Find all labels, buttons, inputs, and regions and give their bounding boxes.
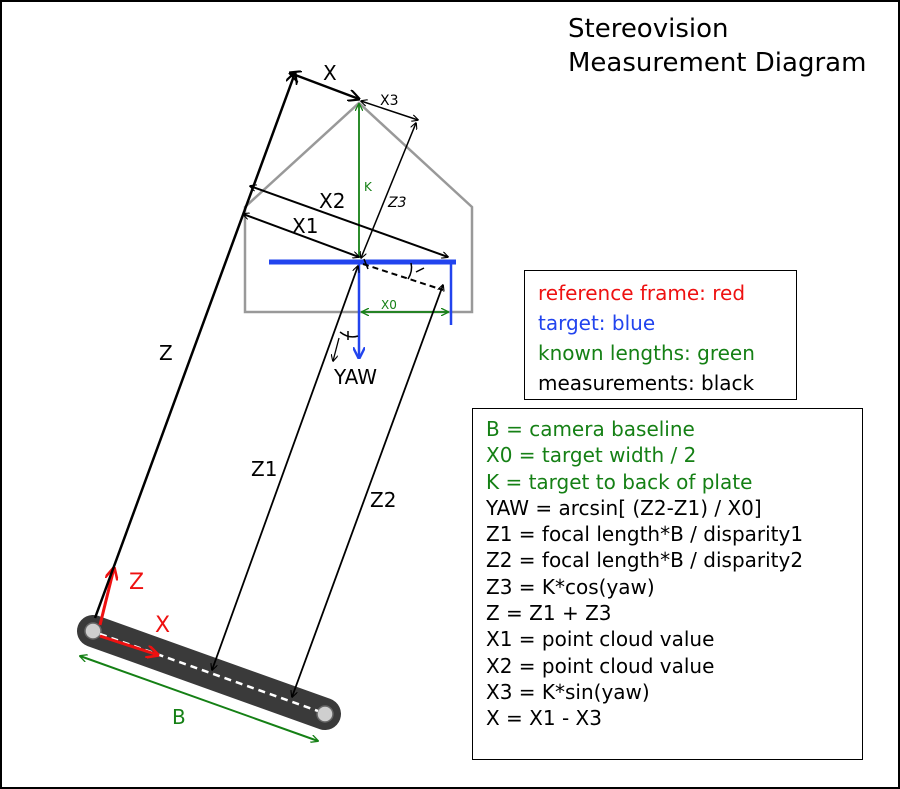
legend-reference: reference frame: red [538,281,746,305]
label-yaw: YAW [333,365,377,389]
legend-measurements: measurements: black [538,371,755,395]
equation-line: K = target to back of plate [486,469,753,494]
label-x2: X2 [319,189,345,213]
reference-x-arrow [99,634,158,655]
z2-dimension-arrow [292,285,443,697]
label-k: K [364,180,373,194]
equation-line: X2 = point cloud value [486,653,715,678]
x3-dimension-arrow [361,101,418,120]
z1-dimension-arrow [212,266,358,670]
yaw-arc-top [407,262,413,280]
legend-box: reference frame: red target: blue known … [524,270,797,400]
equation-line: Z2 = focal length*B / disparity2 [486,548,804,573]
label-ref-x: X [155,613,170,638]
label-z1: Z1 [251,457,277,481]
target-rotated-tick [363,258,369,270]
right-camera [316,705,334,723]
label-x: X [323,61,337,85]
equation-line: X3 = K*sin(yaw) [486,679,650,704]
x-dimension-arrow [290,73,359,99]
label-b: B [172,705,186,729]
equation-line: B = camera baseline [486,417,695,441]
equation-line: YAW = arcsin[ (Z2-Z1) / X0] [486,495,762,520]
label-x1: X1 [292,214,318,238]
x2-dimension-arrow [250,186,448,257]
yaw-arc-bottom [339,331,359,338]
target-rotated-dashed-line [362,263,444,291]
equation-line: X = X1 - X3 [486,706,602,731]
label-x0: X0 [381,298,397,312]
title-line-1: Stereovision [568,14,729,44]
label-ref-z: Z [129,570,144,595]
left-camera [84,622,102,640]
yaw-arc-top-tick [415,267,425,273]
diagram-title: Stereovision Measurement Diagram [568,12,866,80]
equation-line: X0 = target width / 2 [486,443,697,468]
equations-box: B = camera baseline X0 = target width / … [472,408,863,760]
equation-line: Z = Z1 + Z3 [486,601,612,626]
x1-dimension-arrow [243,214,359,257]
equation-line: X1 = point cloud value [486,627,715,652]
title-line-2: Measurement Diagram [568,48,867,78]
reference-z-arrow [98,568,114,626]
equation-line: Z3 = K*cos(yaw) [486,574,655,599]
legend-known: known lengths: green [538,341,755,365]
z-dimension-arrow [93,73,295,619]
legend-target: target: blue [538,311,656,335]
yaw-direction-arrow [333,337,340,361]
label-z2: Z2 [370,488,396,512]
label-z3: Z3 [387,195,407,211]
equation-line: Z1 = focal length*B / disparity1 [486,522,804,547]
baseline-dimension-arrow [80,656,318,741]
label-x3: X3 [380,93,399,109]
label-z: Z [159,341,173,365]
